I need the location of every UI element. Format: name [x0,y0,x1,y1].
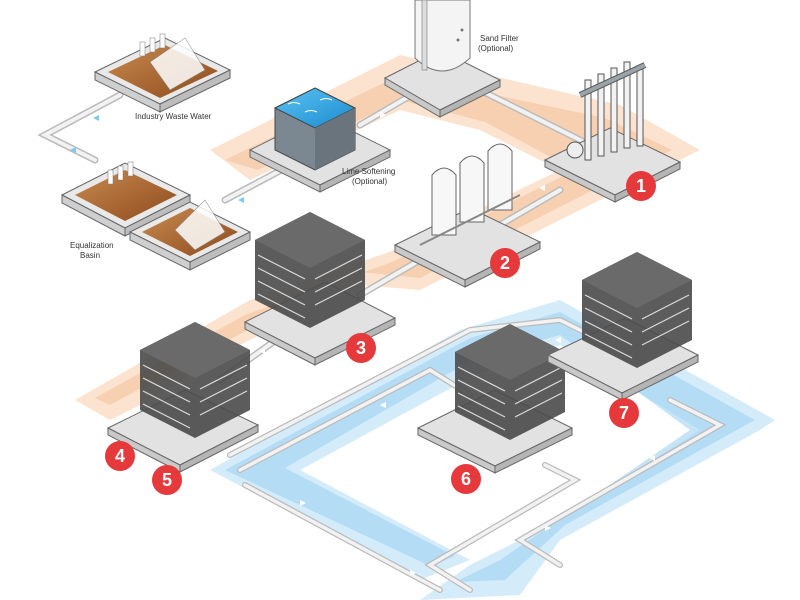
flow-arrow-icon [259,348,265,354]
svg-text:1: 1 [636,176,646,196]
flow-arrow-icon [410,570,416,576]
step-marker-1[interactable]: 1 [626,171,656,201]
step-marker-2[interactable]: 2 [490,248,520,278]
station-7-equipment [546,252,700,401]
lime-softening-label-line2: (Optional) [352,177,387,186]
station-4-5-equipment [106,322,260,473]
flow-arrow-icon [238,197,244,203]
lime-softening-tank: Lime Softening (Optional) [248,87,395,193]
flow-arrow-icon [545,525,551,531]
flow-arrow-icon [380,112,386,118]
flow-arrow-icon [380,402,386,408]
industry-waste-water-basin: Industry Waste Water [93,33,232,121]
sand-filter-label-line1: Sand Filter [480,34,519,43]
svg-text:2: 2 [500,253,510,273]
flow-arrow-icon [70,147,76,153]
flow-arrow-icon [555,337,561,343]
step-markers: 1 2 3 4 5 6 7 [105,171,656,495]
svg-text:4: 4 [115,446,125,466]
station-3-equipment [243,212,397,366]
svg-text:6: 6 [461,469,471,489]
flow-arrow-icon [539,185,545,191]
permeate-piping [227,316,727,593]
svg-text:7: 7 [619,403,629,423]
svg-text:3: 3 [356,338,366,358]
station-2-equipment [393,143,542,288]
equalization-label-line2: Basin [80,251,100,260]
flow-arrow-icon [392,292,398,298]
step-marker-6[interactable]: 6 [451,464,481,494]
pretreatment-flow-band [75,55,700,420]
svg-text:5: 5 [162,470,172,490]
sand-filter-label-line2: (Optional) [478,44,513,53]
sand-filter: Sand Filter (Optional) [383,0,519,118]
step-marker-5[interactable]: 5 [152,465,182,495]
industry-waste-water-label: Industry Waste Water [135,112,212,121]
station-6-equipment [416,324,574,474]
equalization-basin: Equalization Basin [60,161,252,271]
flow-arrow-icon [300,500,306,506]
step-marker-7[interactable]: 7 [609,398,639,428]
flow-arrow-icon [93,115,99,121]
lime-softening-label-line1: Lime Softening [342,167,395,176]
flow-arrows [70,112,655,576]
feed-piping [37,81,604,384]
step-marker-4[interactable]: 4 [105,441,135,471]
equalization-label-line1: Equalization [70,241,114,250]
flow-arrow-icon [649,455,655,461]
step-marker-3[interactable]: 3 [346,333,376,363]
